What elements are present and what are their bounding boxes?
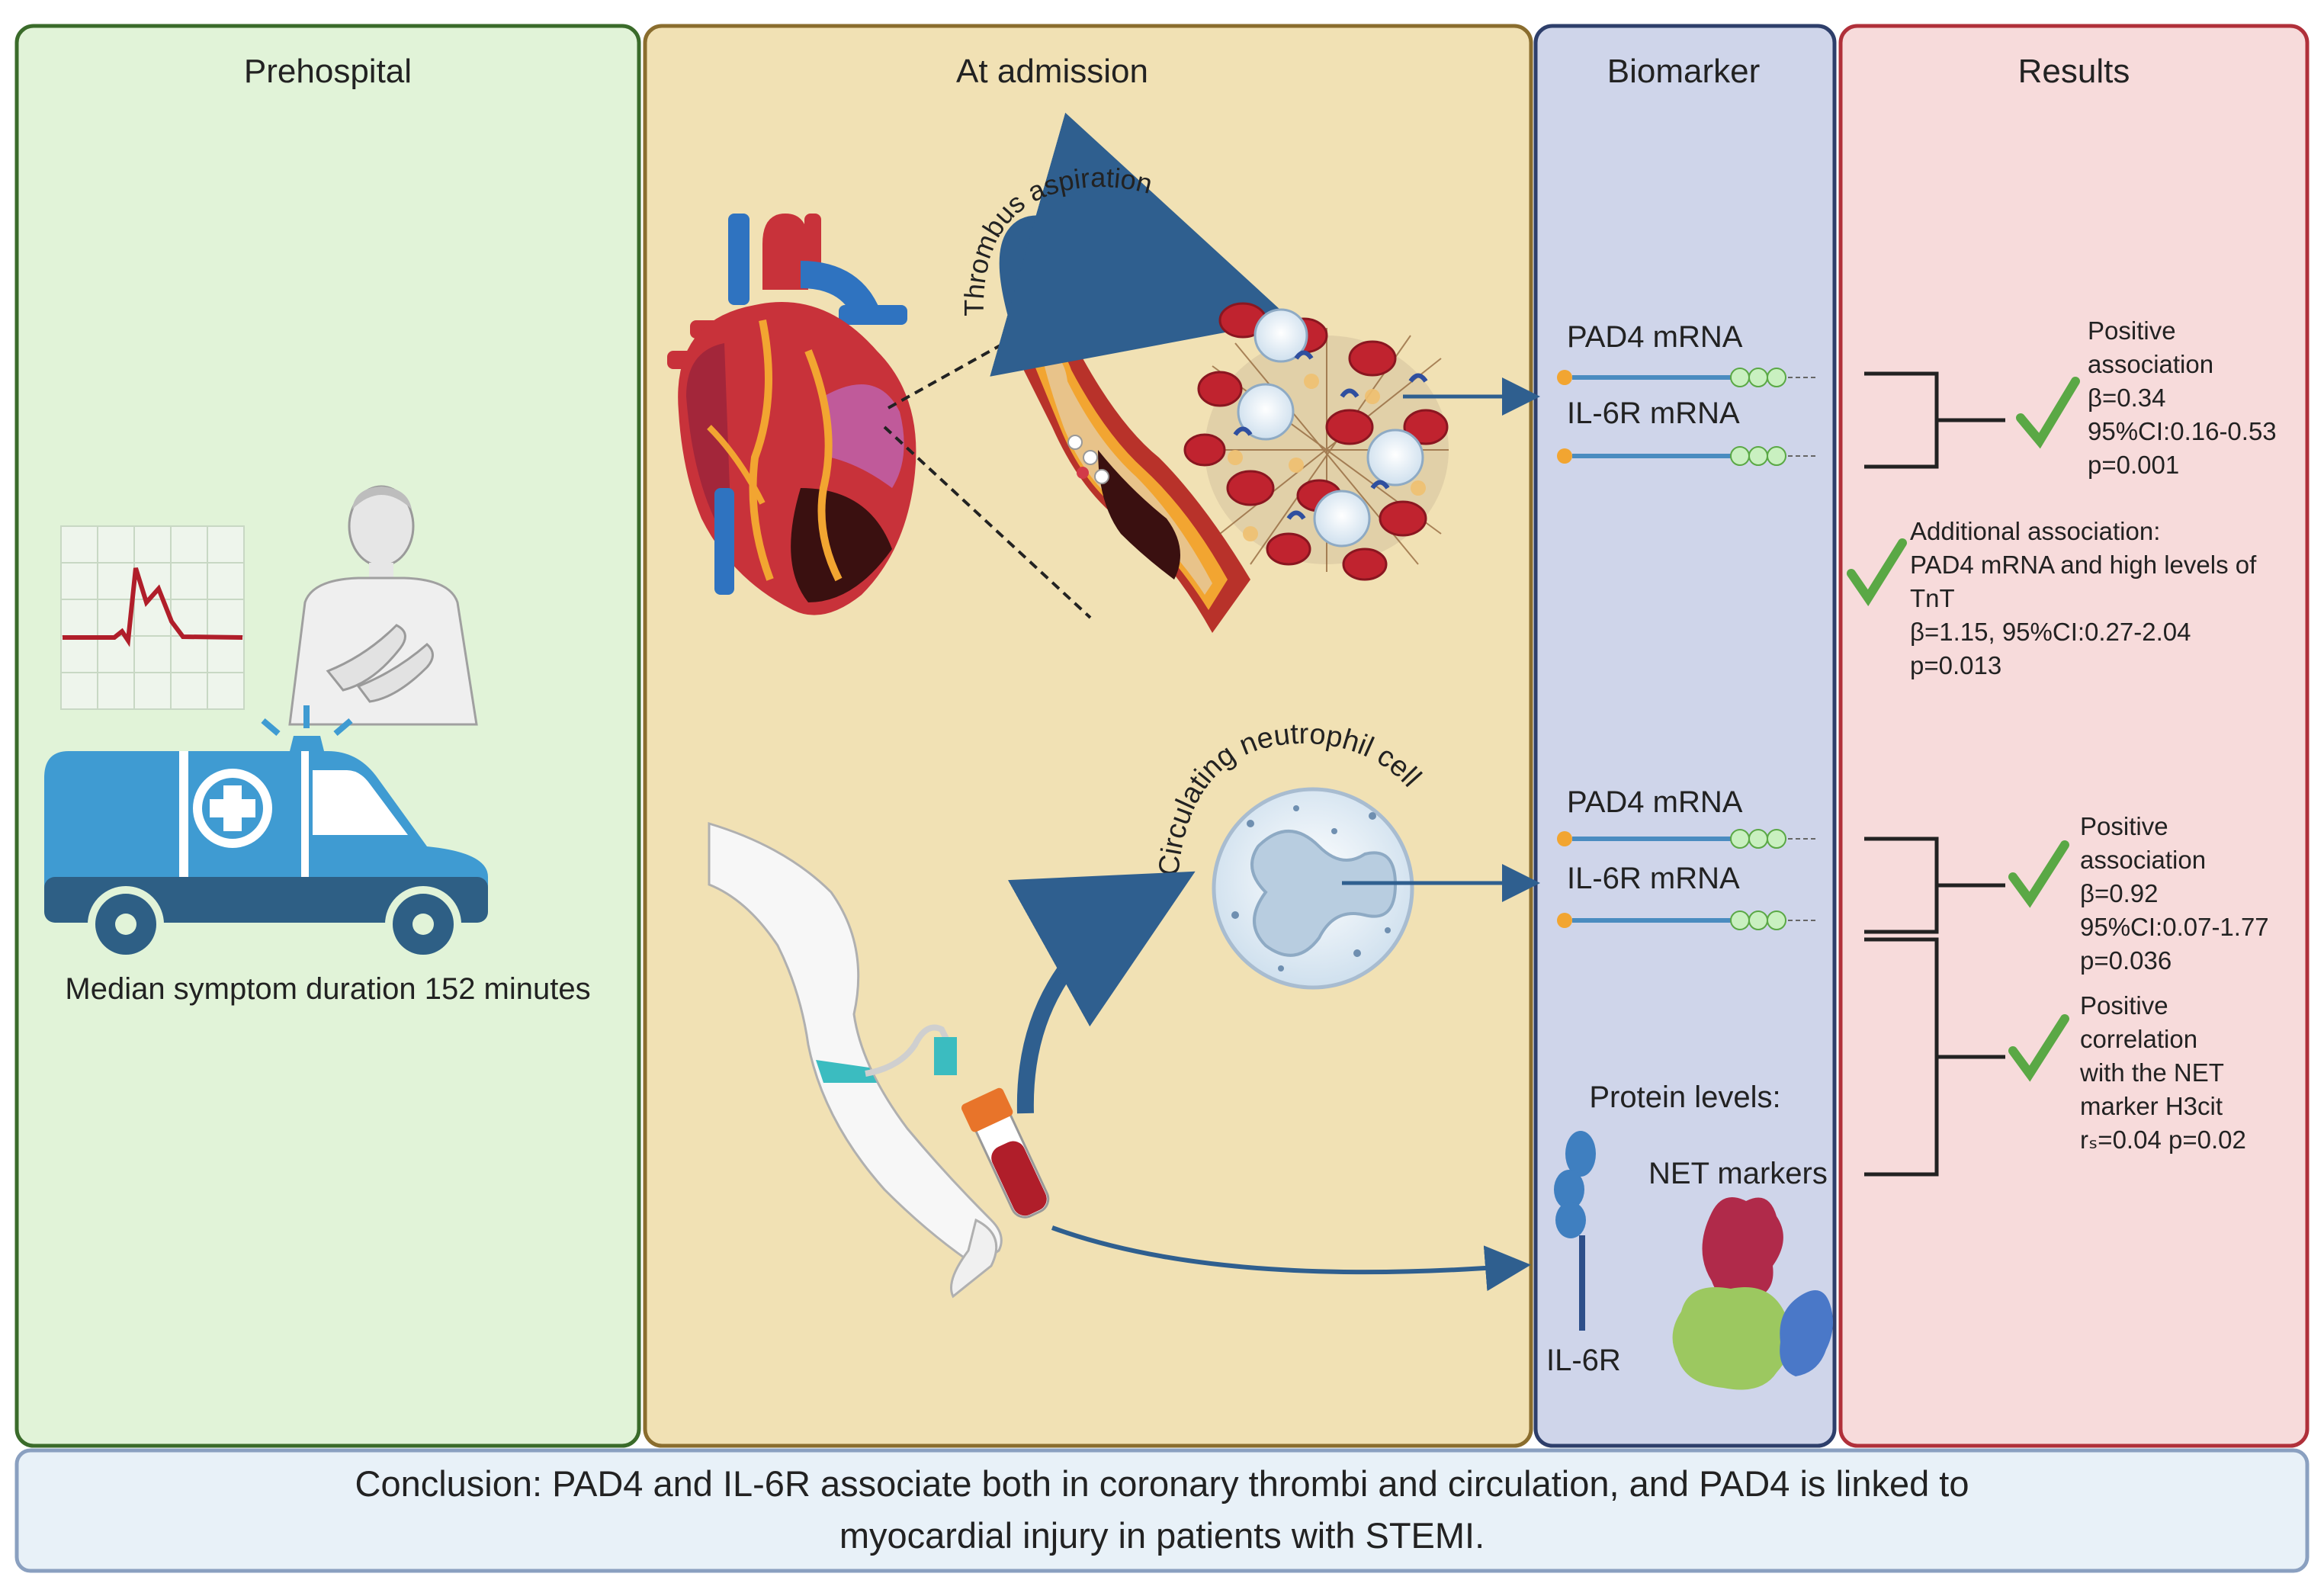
check-icon: [2008, 840, 2069, 908]
admission-title: At admission: [956, 53, 1148, 90]
il6r-protein-label: IL-6R: [1546, 1344, 1621, 1377]
net-protein-icon: [1672, 1197, 1833, 1390]
panel-conclusion: [14, 1448, 2310, 1573]
heart-icon: [667, 214, 916, 615]
blood-pad4-mrna: PAD4 mRNA: [1567, 785, 1743, 819]
thrombus-bracket: [1864, 371, 2005, 469]
arm-blood-draw-icon: [708, 821, 1050, 1299]
mrna-icon: [1557, 368, 1818, 387]
symptom-duration-caption: Median symptom duration 152 minutes: [65, 972, 590, 1006]
blood-to-neutrophil-arrow: [1007, 871, 1196, 1114]
thrombus-il6r-mrna: IL-6R mRNA: [1567, 397, 1740, 430]
conclusion-line-2: myocardial injury in patients with STEMI…: [839, 1515, 1485, 1556]
net-markers-label: NET markers: [1648, 1157, 1828, 1190]
prehospital-title: Prehospital: [244, 53, 412, 90]
protein-levels-title: Protein levels:: [1589, 1081, 1780, 1114]
zoom-line-bottom: [883, 426, 1092, 619]
mrna-icon: [1557, 446, 1818, 466]
ambulance-icon: [44, 705, 488, 962]
blood-il6r-mrna: IL-6R mRNA: [1567, 862, 1740, 895]
mrna-icon: [1557, 910, 1818, 930]
neutrophil-icon: [1212, 787, 1414, 990]
blood-bracket: [1864, 837, 2005, 934]
correlation-result: Positive correlation with the NET marker…: [2079, 991, 2246, 1154]
additional-result: Additional association: PAD4 mRNA and hi…: [1910, 517, 2263, 679]
results-title: Results: [2018, 53, 2130, 90]
mrna-icon: [1557, 829, 1818, 849]
patient-icon: [288, 485, 478, 726]
blood-to-protein-arrow: [1051, 1225, 1531, 1292]
check-icon: [2016, 377, 2080, 449]
panel-prehospital: [14, 24, 641, 1448]
check-icon: [2008, 1014, 2069, 1082]
panel-results: [1838, 24, 2310, 1448]
ecg-icon: [60, 525, 245, 710]
thrombus-aspiration-arrow: [990, 112, 1292, 377]
thrombus-icon: [1183, 302, 1449, 581]
check-icon: [1847, 538, 1907, 606]
thrombus-result: Positive association β=0.34 95%CI:0.16-0…: [2088, 316, 2284, 479]
il6r-protein-icon: [1554, 1131, 1596, 1331]
blood-result: Positive association β=0.92 95%CI:0.07-1…: [2080, 812, 2276, 975]
thrombus-pad4-mrna: PAD4 mRNA: [1567, 320, 1743, 354]
biomarker-title: Biomarker: [1607, 53, 1761, 90]
artery-icon: [1006, 331, 1250, 633]
correlation-bracket: [1864, 937, 2005, 1177]
conclusion-line-1: Conclusion: PAD4 and IL-6R associate bot…: [355, 1463, 1969, 1504]
